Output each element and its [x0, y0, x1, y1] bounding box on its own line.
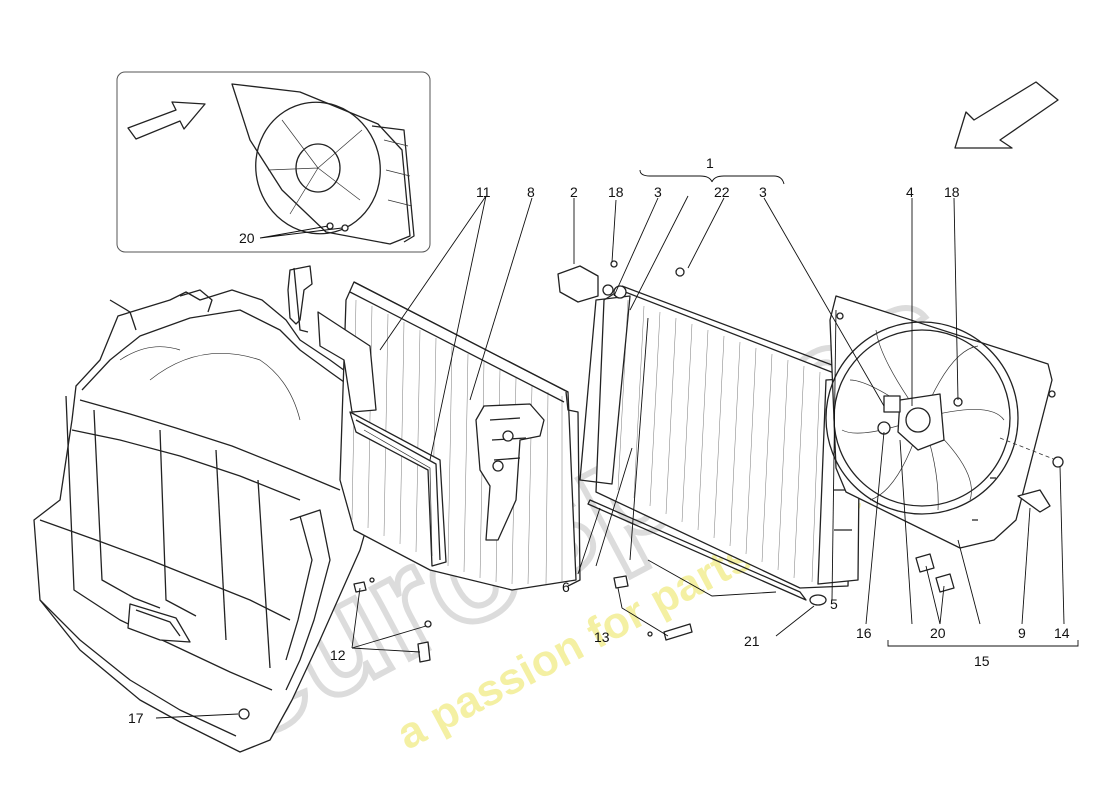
callout-18: 18: [608, 184, 624, 200]
upper-bracket: [287, 265, 313, 333]
callout-5: 5: [830, 596, 838, 612]
callout-22: 22: [714, 184, 730, 200]
callout-13: 13: [594, 629, 610, 645]
callout-15: 15: [974, 653, 990, 669]
fan-assembly: [825, 295, 1064, 593]
callout-3: 3: [759, 184, 767, 200]
callout-11: 11: [476, 184, 491, 200]
callout-2: 2: [570, 184, 578, 200]
callout-12: 12: [330, 647, 346, 663]
callout-1: 1: [706, 155, 714, 171]
callout-20-inset: 20: [239, 230, 255, 246]
callout-16: 16: [856, 625, 872, 641]
callout-6: 6: [562, 579, 570, 595]
leader-lines: [155, 169, 1079, 719]
callout-9: 9: [1018, 625, 1026, 641]
callout-17: 17: [128, 710, 144, 726]
hardware: [353, 575, 693, 663]
callout-21: 21: [744, 633, 760, 649]
callout-3: 3: [654, 184, 662, 200]
seal-frame: [317, 311, 447, 567]
direction-arrow-icon: [954, 81, 1059, 149]
callout-8: 8: [527, 184, 535, 200]
radiator: [557, 260, 861, 606]
callout-4: 4: [906, 184, 914, 200]
inset-view: 20: [116, 71, 431, 253]
inset-fan-shroud: [231, 83, 415, 245]
callout-20: 20: [930, 625, 946, 641]
condenser: [339, 281, 581, 591]
direction-arrow-icon: [127, 101, 206, 140]
air-duct-assembly: [33, 289, 381, 753]
callout-18: 18: [944, 184, 960, 200]
callout-14: 14: [1054, 625, 1070, 641]
callout-labels: 1 2 3 3 4 5 6 8 9 11 12 13 14 15 16 17 1…: [128, 155, 1070, 726]
